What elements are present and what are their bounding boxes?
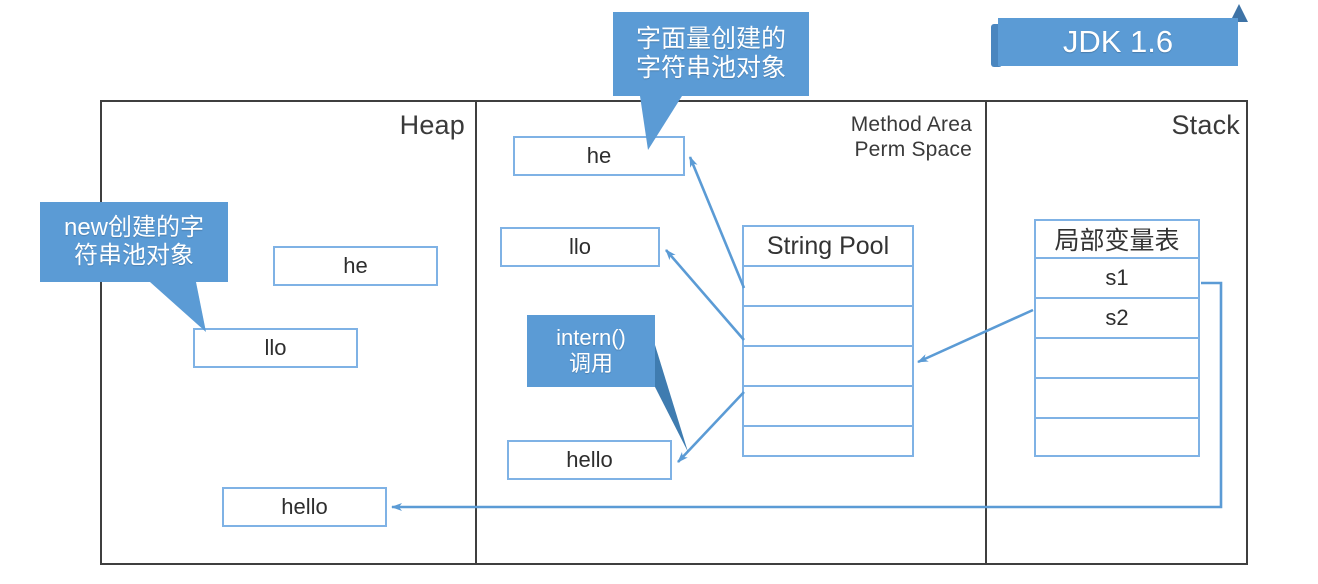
method-area-line2: Perm Space [854, 138, 972, 161]
callout-new-line2: 符串池对象 [74, 242, 194, 269]
local-variable-table-header: 局部变量表 [1036, 221, 1198, 259]
local-variable-table: 局部变量表 s1 s2 [1034, 219, 1200, 457]
callout-literal-created: 字面量创建的 字符串池对象 [613, 12, 809, 96]
method-area-line1: Method Area [850, 113, 972, 136]
local-variable-row [1036, 419, 1198, 459]
method-area-object-he: he [513, 136, 685, 176]
callout-intern-line1: intern() [556, 325, 626, 351]
callout-literal-line1: 字面量创建的 [635, 24, 786, 53]
local-variable-row [1036, 379, 1198, 419]
method-area-object-llo: llo [500, 227, 660, 267]
heap-object-he: he [273, 246, 438, 286]
heap-method-divider [475, 100, 477, 565]
local-variable-row-s1: s1 [1036, 259, 1198, 299]
method-area-object-hello: hello [507, 440, 672, 480]
region-label-heap: Heap [399, 110, 465, 140]
heap-object-hello: hello [222, 487, 387, 527]
jdk-version-banner: JDK 1.6 [998, 18, 1238, 66]
callout-literal-line2: 字符串池对象 [635, 54, 786, 82]
region-label-method-area: Method Area Perm Space [700, 112, 972, 162]
region-label-stack: Stack [1171, 110, 1240, 140]
callout-new-line1: new创建的字 [63, 213, 205, 241]
string-pool-header: String Pool [744, 227, 912, 267]
heap-object-llo: llo [193, 328, 358, 368]
callout-intern-line2: 调用 [568, 351, 613, 376]
local-variable-row [1036, 339, 1198, 379]
jdk-banner-left-tab [991, 24, 1002, 67]
method-stack-divider [985, 100, 987, 565]
jdk-banner-right-tip [1230, 4, 1248, 22]
string-pool-row [744, 347, 912, 387]
string-pool-row [744, 387, 912, 427]
string-pool-table: String Pool [742, 225, 914, 457]
local-variable-row-s2: s2 [1036, 299, 1198, 339]
string-pool-row [744, 427, 912, 467]
callout-intern-call: intern() 调用 [527, 315, 655, 387]
callout-new-created: new创建的字 符串池对象 [40, 202, 228, 282]
string-pool-row [744, 267, 912, 307]
string-pool-row [744, 307, 912, 347]
